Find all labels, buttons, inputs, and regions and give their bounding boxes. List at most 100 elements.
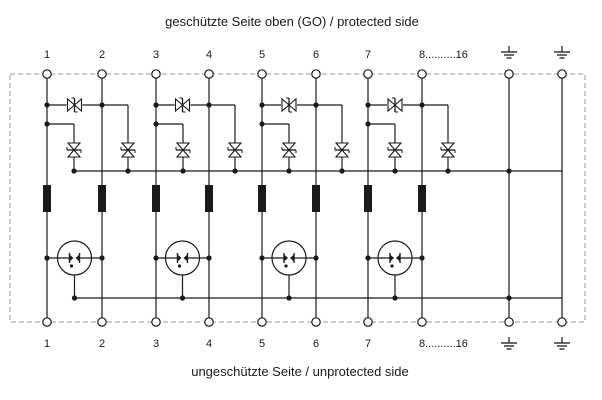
tvs-diode-icon — [387, 97, 396, 113]
bottom-terminal-label: 6 — [313, 338, 319, 350]
terminal-circle — [257, 317, 267, 327]
terminal-circle — [42, 69, 52, 79]
terminal-circle — [97, 317, 107, 327]
junction-dot — [206, 255, 212, 261]
terminal-circle — [257, 69, 267, 79]
terminal-circle — [417, 69, 427, 79]
junction-dot — [44, 255, 50, 261]
resistor-icon — [205, 185, 213, 212]
terminal-circle — [363, 69, 373, 79]
junction-dot — [153, 255, 159, 261]
gas-discharge-tube-icon — [69, 264, 74, 268]
bottom-terminal-label: 2 — [99, 338, 105, 350]
junction-dot — [445, 168, 451, 174]
junction-dot — [392, 168, 398, 174]
resistor-icon — [258, 185, 266, 212]
junction-dot — [419, 255, 425, 261]
terminal-circle — [417, 317, 427, 327]
junction-dot — [365, 102, 371, 108]
terminal-circle — [504, 69, 514, 79]
tvs-diode-icon — [394, 97, 403, 113]
tvs-diode-icon — [227, 142, 243, 151]
tvs-diode-icon — [66, 142, 82, 151]
terminal-circle — [151, 69, 161, 79]
junction-dot — [153, 121, 159, 127]
resistor-icon — [152, 185, 160, 212]
junction-dot — [259, 255, 265, 261]
junction-dot — [419, 102, 425, 108]
terminal-circle — [311, 317, 321, 327]
bottom-terminal-label: 7 — [365, 338, 371, 350]
gas-discharge-tube-icon — [177, 264, 182, 268]
top-terminal-label: 2 — [99, 49, 105, 61]
junction-dot — [206, 102, 212, 108]
tvs-diode-icon — [175, 142, 191, 151]
tvs-diode-icon — [181, 97, 191, 113]
tvs-diode-icon — [175, 149, 191, 158]
top-terminal-label: 7 — [365, 49, 371, 61]
terminal-circle — [151, 317, 161, 327]
junction-dot — [286, 168, 292, 174]
tvs-diode-icon — [288, 97, 297, 113]
terminal-circle — [42, 317, 52, 327]
junction-dot — [71, 295, 78, 301]
tvs-diode-icon — [281, 97, 290, 113]
tvs-diode-icon — [120, 149, 136, 158]
terminal-circle — [363, 317, 373, 327]
gas-discharge-tube-icon — [284, 264, 288, 268]
tvs-diode-icon — [66, 97, 76, 113]
gas-discharge-tube-icon — [284, 254, 288, 262]
junction-dot — [259, 102, 265, 108]
junction-dot — [339, 168, 345, 174]
device-housing-frame — [9, 73, 586, 323]
junction-dot — [232, 168, 238, 174]
top-terminal-label: 4 — [206, 49, 212, 61]
resistor-icon — [312, 185, 320, 212]
top-terminal-label: 6 — [313, 49, 319, 61]
bottom-caption: ungeschützte Seite / unprotected side — [191, 364, 409, 379]
tvs-diode-icon — [227, 149, 243, 158]
gas-discharge-tube-icon — [183, 254, 188, 262]
junction-dot — [365, 255, 371, 261]
gas-discharge-tube-icon — [290, 254, 294, 262]
bottom-terminal-label: 8..........16 — [419, 338, 468, 350]
gas-discharge-tube-icon — [396, 254, 400, 262]
junction-dot — [313, 102, 319, 108]
junction-dot — [179, 295, 186, 301]
bottom-terminal-label: 4 — [206, 338, 212, 350]
top-terminal-label: 1 — [44, 49, 50, 61]
resistor-icon — [418, 185, 426, 212]
terminal-circle — [311, 69, 321, 79]
gas-discharge-tube-icon — [75, 254, 80, 262]
junction-dot — [99, 255, 105, 261]
junction-dot — [71, 168, 77, 174]
junction-dot — [286, 295, 292, 301]
top-terminal-label: 8..........16 — [419, 49, 468, 61]
junction-dot — [313, 255, 319, 261]
junction-dot — [44, 102, 50, 108]
terminal-circle — [557, 317, 567, 327]
terminal-circle — [557, 69, 567, 79]
tvs-diode-icon — [440, 142, 456, 151]
resistor-icon — [98, 185, 106, 212]
resistor-icon — [364, 185, 372, 212]
tvs-diode-icon — [281, 149, 297, 158]
bottom-terminal-label: 1 — [44, 338, 50, 350]
resistor-icon — [43, 185, 51, 212]
tvs-diode-icon — [66, 149, 82, 158]
gas-discharge-tube-icon — [69, 254, 74, 262]
gas-discharge-tube-icon — [177, 254, 182, 262]
terminal-circle — [204, 69, 214, 79]
tvs-diode-icon — [174, 97, 184, 113]
junction-dot — [99, 102, 105, 108]
tvs-diode-icon — [120, 142, 136, 151]
junction-dot — [125, 168, 131, 174]
tvs-diode-icon — [387, 142, 403, 151]
gas-discharge-tube-icon — [390, 254, 394, 262]
terminal-circle — [504, 317, 514, 327]
top-caption: geschützte Seite oben (GO) / protected s… — [165, 14, 419, 29]
tvs-diode-icon — [334, 149, 350, 158]
tvs-diode-icon — [387, 149, 403, 158]
